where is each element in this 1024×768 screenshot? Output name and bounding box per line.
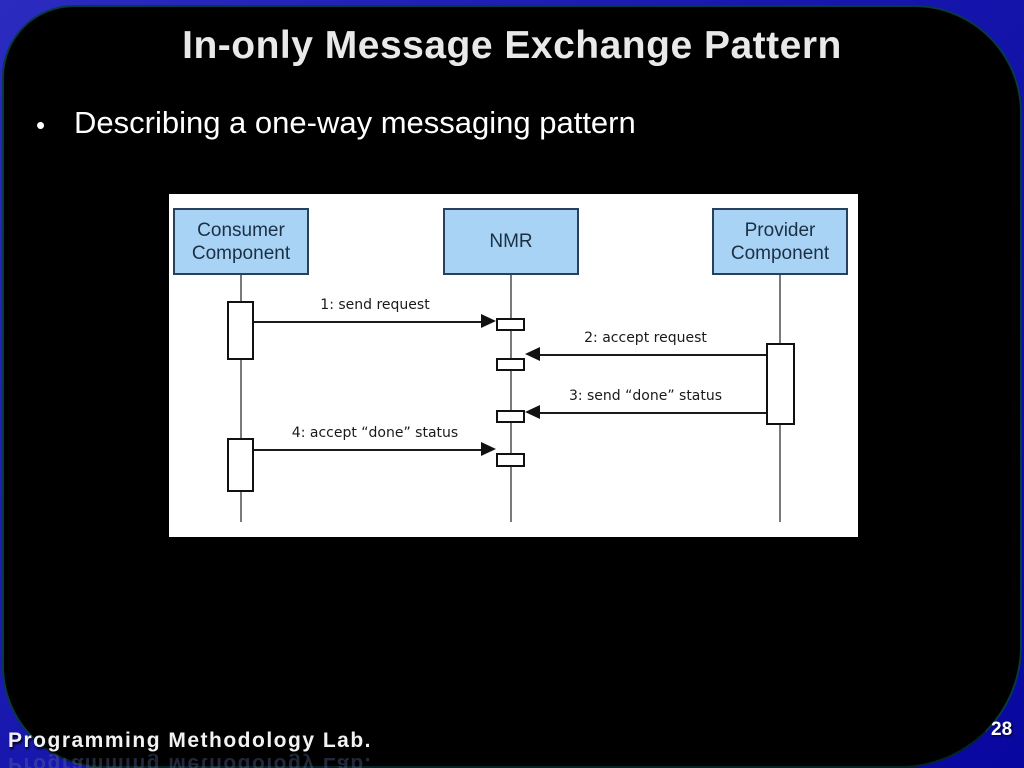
footer-reflection: Programming Methodology Lab. <box>8 753 373 768</box>
participant-consumer-component: Consumer Component <box>173 208 309 275</box>
lifeline-nmr <box>510 275 512 522</box>
message-1-label: 1: send request <box>320 297 430 313</box>
message-2-arrowhead-icon <box>525 347 540 361</box>
participant-provider-component: Provider Component <box>712 208 848 275</box>
slide-title: In-only Message Exchange Pattern <box>182 24 842 67</box>
message-3-label: 3: send “done” status <box>568 388 723 404</box>
activation-provider <box>766 343 795 425</box>
lifeline-consumer <box>240 275 242 522</box>
activation-nmr-3 <box>496 410 525 423</box>
message-4-arrowhead-icon <box>481 442 496 456</box>
footer-lab-name: Programming Methodology Lab. <box>8 729 373 752</box>
participant-label-line: Provider <box>744 219 816 241</box>
participant-nmr: NMR <box>443 208 579 275</box>
sequence-diagram: Consumer Component NMR Provider Componen… <box>169 194 858 537</box>
message-1-line <box>254 321 483 323</box>
page-number: 28 <box>991 719 1013 740</box>
activation-nmr-4 <box>496 453 525 467</box>
message-1-arrowhead-icon <box>481 314 496 328</box>
activation-nmr-1 <box>496 318 525 331</box>
participant-label-line: Consumer <box>197 219 285 241</box>
bullet-text: Describing a one-way messaging pattern <box>74 105 636 140</box>
message-4-label: 4: accept “done” status <box>291 425 459 441</box>
message-3-line <box>539 412 766 414</box>
message-2-label: 2: accept request <box>584 330 707 346</box>
activation-consumer-2 <box>227 438 254 492</box>
activation-nmr-2 <box>496 358 525 371</box>
message-3-arrowhead-icon <box>525 405 540 419</box>
participant-label-line: Component <box>191 242 291 264</box>
bullet-icon: • <box>36 110 46 140</box>
message-4-line <box>254 449 483 451</box>
participant-label-line: Component <box>730 242 830 264</box>
message-2-line <box>539 354 766 356</box>
activation-consumer-1 <box>227 301 254 360</box>
participant-label-line: NMR <box>489 231 533 252</box>
